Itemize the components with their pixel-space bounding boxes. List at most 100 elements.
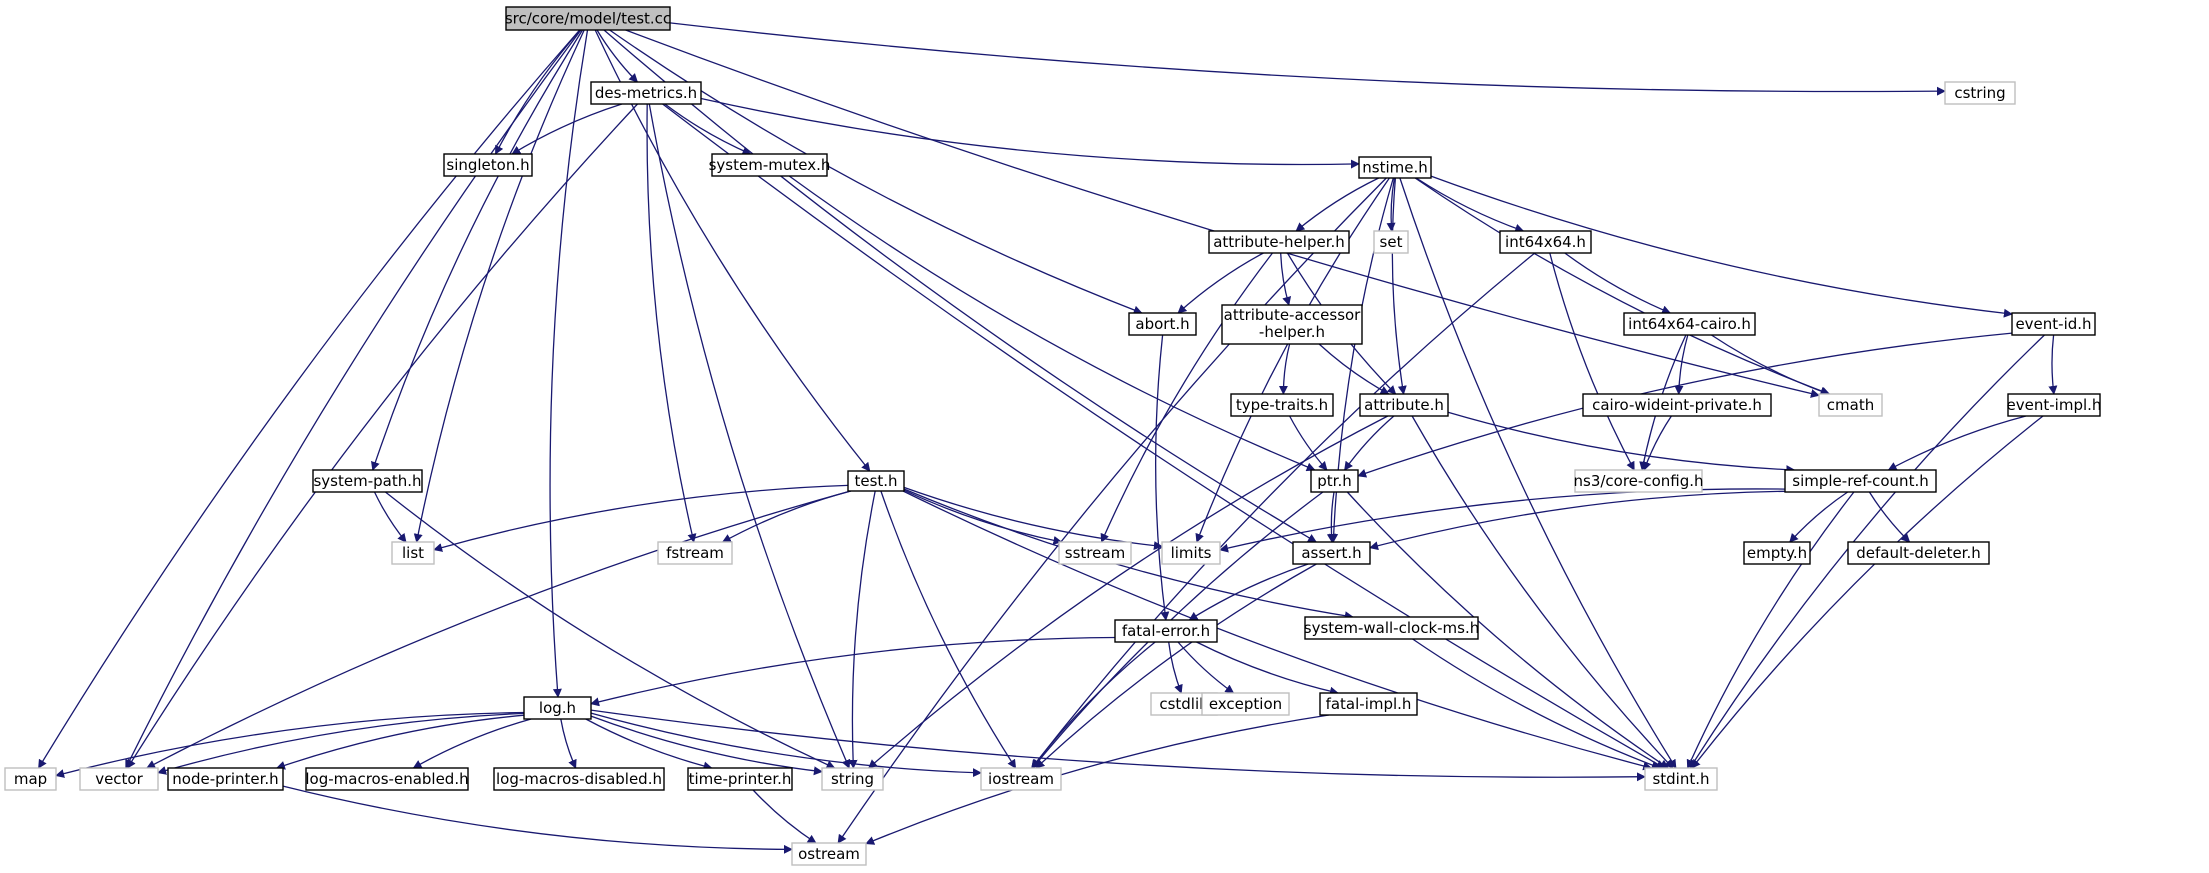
node-box-default-deleter bbox=[1847, 541, 1990, 565]
node-empty[interactable]: empty.h bbox=[1743, 541, 1811, 565]
edge-nstime-to-limits bbox=[1195, 177, 1390, 543]
node-core-config: ns3/core-config.h bbox=[1574, 469, 1704, 493]
node-box-set bbox=[1373, 230, 1409, 254]
node-set: set bbox=[1373, 230, 1409, 254]
node-log[interactable]: log.h bbox=[523, 696, 592, 720]
node-box-event-id bbox=[2011, 312, 2096, 336]
node-attribute-accessor[interactable]: attribute-accessor-helper.h bbox=[1221, 304, 1363, 345]
node-box-limits bbox=[1161, 541, 1221, 565]
edge-attribute-to-simple-ref-count bbox=[1447, 411, 1796, 475]
edge-system-wall-clock-to-stdint bbox=[1412, 638, 1661, 770]
edge-test-h-to-iostream bbox=[880, 490, 1017, 769]
node-box-exception bbox=[1201, 692, 1290, 716]
node-time-printer[interactable]: time-printer.h bbox=[687, 767, 793, 791]
edge-nstime-to-attribute-helper bbox=[1295, 177, 1379, 232]
node-type-traits[interactable]: type-traits.h bbox=[1230, 393, 1334, 417]
node-box-des-metrics bbox=[590, 81, 702, 105]
node-des-metrics[interactable]: des-metrics.h bbox=[590, 81, 702, 105]
node-system-wall-clock[interactable]: system-wall-clock-ms.h bbox=[1304, 616, 1480, 640]
edge-attribute-to-ptr bbox=[1344, 415, 1395, 471]
node-box-test-h bbox=[847, 470, 905, 492]
edge-attribute-helper-to-abort bbox=[1177, 252, 1264, 314]
node-nstime[interactable]: nstime.h bbox=[1358, 156, 1432, 179]
edge-simple-ref-count-to-default-deleter bbox=[1868, 491, 1911, 543]
node-log-macros-disabled[interactable]: log-macros-disabled.h bbox=[493, 767, 665, 791]
edge-log-to-log-macros-disabled bbox=[560, 718, 577, 769]
edge-int64x64-cairo-to-cmath bbox=[1711, 334, 1830, 396]
node-box-time-printer bbox=[687, 767, 793, 791]
node-label-cstring: cstring bbox=[1954, 84, 2005, 102]
node-fatal-impl[interactable]: fatal-impl.h bbox=[1319, 692, 1418, 716]
edge-attribute-helper-to-attribute-accessor bbox=[1280, 252, 1292, 306]
edge-int64x64-to-iostream bbox=[1031, 252, 1536, 769]
edge-node-printer-to-ostream bbox=[282, 785, 793, 854]
node-system-path[interactable]: system-path.h bbox=[312, 469, 423, 493]
node-iostream: iostream bbox=[980, 767, 1062, 791]
edge-attribute-helper-to-sstream bbox=[1100, 252, 1274, 543]
node-box-cmath bbox=[1818, 393, 1883, 417]
node-label-node-printer: node-printer.h bbox=[172, 770, 278, 788]
node-box-list bbox=[391, 541, 435, 565]
node-label-empty: empty.h bbox=[1747, 544, 1807, 562]
node-abort[interactable]: abort.h bbox=[1128, 312, 1197, 336]
node-log-macros-enabled[interactable]: log-macros-enabled.h bbox=[305, 767, 469, 791]
node-label-stdint: stdint.h bbox=[1652, 770, 1709, 788]
node-cairo-wideint[interactable]: cairo-wideint-private.h bbox=[1582, 393, 1772, 417]
node-test-h[interactable]: test.h bbox=[847, 470, 905, 492]
node-assert[interactable]: assert.h bbox=[1292, 541, 1371, 565]
edge-root-to-cstring bbox=[669, 22, 1946, 96]
edge-event-impl-to-stdint bbox=[1691, 415, 2044, 769]
node-box-event-impl bbox=[2007, 393, 2101, 417]
node-root[interactable]: src/core/model/test.cc bbox=[505, 6, 671, 31]
edge-log-to-vector bbox=[157, 712, 525, 775]
edge-simple-ref-count-to-limits bbox=[1219, 488, 1786, 553]
node-box-system-mutex bbox=[711, 153, 828, 177]
node-simple-ref-count[interactable]: simple-ref-count.h bbox=[1784, 469, 1937, 493]
edge-fatal-error-to-cstdlib bbox=[1168, 641, 1183, 694]
node-box-singleton bbox=[443, 153, 533, 177]
edge-int64x64-to-int64x64-cairo bbox=[1564, 252, 1672, 315]
node-box-attribute-helper bbox=[1208, 230, 1350, 254]
edge-ptr-to-stdint bbox=[1346, 491, 1669, 769]
edge-des-metrics-to-singleton bbox=[511, 103, 623, 155]
node-singleton[interactable]: singleton.h bbox=[443, 153, 533, 177]
node-label-map: map bbox=[14, 770, 47, 788]
dependency-nodes: src/core/model/test.cc des-metrics.h singl… bbox=[4, 6, 2102, 866]
node-label-string: string bbox=[831, 770, 874, 788]
node-event-id[interactable]: event-id.h bbox=[2011, 312, 2096, 336]
edge-fatal-error-to-fatal-impl bbox=[1196, 641, 1339, 696]
edge-test-h-to-system-wall-clock bbox=[903, 488, 1354, 621]
node-ostream: ostream bbox=[791, 842, 867, 866]
node-int64x64-cairo[interactable]: int64x64-cairo.h bbox=[1623, 312, 1756, 336]
node-ptr[interactable]: ptr.h bbox=[1310, 469, 1359, 493]
node-box-string bbox=[821, 767, 884, 791]
node-attribute[interactable]: attribute.h bbox=[1359, 393, 1449, 417]
node-box-empty bbox=[1743, 541, 1811, 565]
edge-nstime-to-attribute bbox=[1391, 177, 1407, 395]
node-event-impl[interactable]: event-impl.h bbox=[2007, 393, 2102, 417]
node-default-deleter[interactable]: default-deleter.h bbox=[1847, 541, 1990, 565]
node-label-singleton: singleton.h bbox=[446, 156, 529, 174]
edge-log-to-log-macros-enabled bbox=[412, 718, 532, 769]
edge-system-mutex-to-ptr bbox=[788, 175, 1316, 472]
node-label-simple-ref-count: simple-ref-count.h bbox=[1792, 472, 1928, 490]
edge-des-metrics-to-system-mutex bbox=[664, 103, 752, 155]
node-node-printer[interactable]: node-printer.h bbox=[167, 767, 284, 791]
node-fatal-error[interactable]: fatal-error.h bbox=[1114, 619, 1218, 643]
node-label-time-printer: time-printer.h bbox=[689, 770, 792, 788]
node-box-ptr bbox=[1310, 469, 1359, 493]
node-label-assert: assert.h bbox=[1301, 544, 1361, 562]
node-box-int64x64 bbox=[1499, 230, 1592, 254]
node-label-iostream: iostream bbox=[988, 770, 1054, 788]
edge-nstime-to-stdint bbox=[1399, 177, 1677, 769]
edge-type-traits-to-ptr bbox=[1289, 415, 1328, 471]
node-box-fatal-impl bbox=[1319, 692, 1418, 716]
node-int64x64[interactable]: int64x64.h bbox=[1499, 230, 1592, 254]
node-vector: vector bbox=[79, 767, 159, 791]
edge-des-metrics-to-fstream bbox=[646, 103, 697, 543]
edge-log-to-time-printer bbox=[585, 718, 713, 771]
node-attribute-helper[interactable]: attribute-helper.h bbox=[1208, 230, 1350, 254]
node-label-system-wall-clock: system-wall-clock-ms.h bbox=[1304, 619, 1480, 637]
node-system-mutex[interactable]: system-mutex.h bbox=[709, 153, 831, 177]
